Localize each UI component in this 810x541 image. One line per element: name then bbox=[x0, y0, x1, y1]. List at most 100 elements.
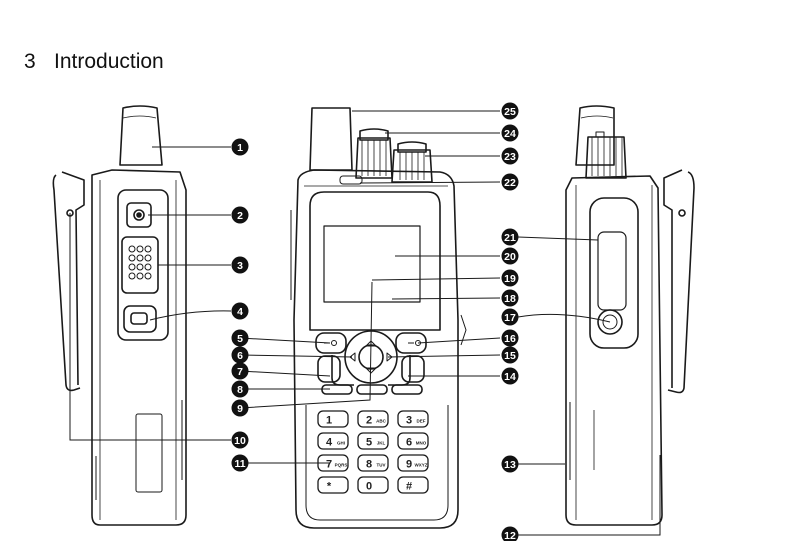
key-5[interactable]: 5 JKL bbox=[357, 432, 389, 450]
callout-label: 2 bbox=[237, 210, 243, 222]
key-1[interactable]: 1 bbox=[317, 410, 349, 428]
key-hash[interactable]: # bbox=[397, 476, 429, 494]
callout-3: 3 bbox=[231, 256, 249, 274]
callout-5: 5 bbox=[231, 329, 249, 347]
callout-label: 18 bbox=[504, 293, 516, 305]
callout-circle bbox=[231, 302, 249, 320]
callout-circle bbox=[501, 124, 519, 142]
accessory-connector bbox=[589, 197, 639, 349]
callout-label: 5 bbox=[237, 333, 243, 345]
callout-label: 12 bbox=[504, 530, 516, 541]
callout-label: 16 bbox=[504, 333, 516, 345]
key-star[interactable]: * bbox=[317, 476, 349, 494]
callout-17: 17 bbox=[501, 308, 519, 326]
side-button-lower[interactable] bbox=[123, 305, 157, 333]
function-key-mid[interactable] bbox=[356, 384, 388, 395]
key-digit: 7 bbox=[326, 459, 332, 471]
callout-label: 8 bbox=[237, 384, 243, 396]
key-call[interactable] bbox=[331, 355, 354, 386]
callout-12: 12 bbox=[501, 526, 519, 541]
key-letters: JKL bbox=[377, 441, 386, 446]
callout-19: 19 bbox=[501, 269, 519, 287]
callout-circle bbox=[501, 308, 519, 326]
key-letters: WXYZ bbox=[415, 463, 428, 468]
callout-circle bbox=[501, 455, 519, 473]
left-side-view bbox=[52, 105, 187, 526]
soft-key-left[interactable] bbox=[315, 332, 347, 354]
callout-circle bbox=[231, 362, 249, 380]
section-heading: 3 Introduction bbox=[24, 50, 164, 74]
key-letters: DEF bbox=[417, 419, 426, 424]
callout-label: 13 bbox=[504, 459, 516, 471]
leader-lines bbox=[69, 110, 661, 536]
callout-label: 10 bbox=[234, 435, 246, 447]
key-3[interactable]: 3 DEF bbox=[397, 410, 429, 428]
section-title: Introduction bbox=[54, 50, 164, 73]
callout-circle bbox=[231, 256, 249, 274]
nav-left[interactable] bbox=[349, 352, 356, 362]
callout-label: 20 bbox=[504, 251, 516, 263]
callout-markers: 1234567891011121314151617181920212223242… bbox=[231, 102, 519, 541]
callout-label: 4 bbox=[237, 306, 243, 318]
key-digit: # bbox=[406, 481, 412, 493]
callout-circle bbox=[501, 367, 519, 385]
nav-right[interactable] bbox=[386, 352, 393, 362]
connector-screw bbox=[597, 309, 623, 335]
key-0[interactable]: 0 bbox=[357, 476, 389, 494]
callout-label: 3 bbox=[237, 260, 243, 272]
callout-14: 14 bbox=[501, 367, 519, 385]
key-outline bbox=[317, 432, 349, 450]
callout-circle bbox=[501, 173, 519, 191]
key-letters: PQRS bbox=[335, 463, 348, 468]
callout-8: 8 bbox=[231, 380, 249, 398]
key-digit: 0 bbox=[366, 481, 372, 493]
callout-24: 24 bbox=[501, 124, 519, 142]
callout-label: 23 bbox=[504, 151, 516, 163]
key-digit: 3 bbox=[406, 415, 412, 427]
callout-15: 15 bbox=[501, 346, 519, 364]
callout-circle bbox=[231, 206, 249, 224]
function-key-right[interactable] bbox=[391, 384, 423, 395]
callout-7: 7 bbox=[231, 362, 249, 380]
key-outline bbox=[397, 476, 429, 494]
key-letters: GHI bbox=[337, 441, 345, 446]
callout-circle bbox=[231, 431, 249, 449]
ptt-button[interactable] bbox=[121, 236, 159, 294]
callout-label: 17 bbox=[504, 312, 516, 324]
callout-circle bbox=[501, 102, 519, 120]
callout-label: 7 bbox=[237, 366, 243, 378]
key-outline bbox=[357, 476, 389, 494]
key-letters: TUV bbox=[377, 463, 386, 468]
callout-circle bbox=[231, 380, 249, 398]
key-outline bbox=[317, 410, 349, 428]
section-number: 3 bbox=[24, 50, 36, 73]
key-digit: 1 bbox=[326, 415, 332, 427]
key-outline bbox=[357, 410, 389, 428]
key-digit: 9 bbox=[406, 459, 412, 471]
callout-circle bbox=[501, 147, 519, 165]
key-outline bbox=[397, 432, 429, 450]
key-outline bbox=[397, 410, 429, 428]
callout-4: 4 bbox=[231, 302, 249, 320]
key-digit: 6 bbox=[406, 437, 412, 449]
callout-circle bbox=[231, 138, 249, 156]
callout-23: 23 bbox=[501, 147, 519, 165]
callout-10: 10 bbox=[231, 431, 249, 449]
callout-circle bbox=[501, 526, 519, 541]
key-digit: * bbox=[327, 481, 332, 493]
callout-circle bbox=[231, 454, 249, 472]
callout-9: 9 bbox=[231, 399, 249, 417]
callout-label: 1 bbox=[237, 142, 243, 154]
key-digit: 5 bbox=[366, 437, 372, 449]
callout-20: 20 bbox=[501, 247, 519, 265]
key-end[interactable] bbox=[388, 355, 411, 386]
key-letters: ABC bbox=[376, 419, 386, 424]
callout-label: 21 bbox=[504, 232, 516, 244]
key-outline bbox=[317, 476, 349, 494]
